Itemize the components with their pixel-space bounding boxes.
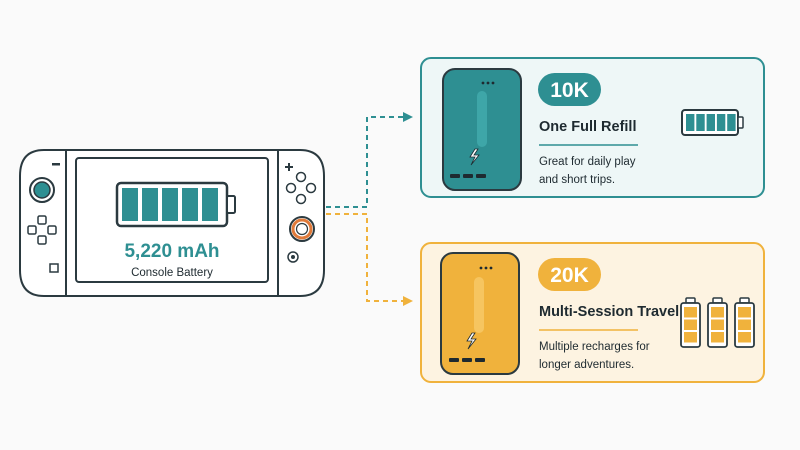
battery-cell (142, 188, 158, 221)
dpad-icon (27, 215, 57, 245)
battery-cell (696, 114, 705, 131)
card-20k-desc-line2: longer adventures. (539, 359, 634, 371)
battery-cell (706, 114, 715, 131)
battery-cell (711, 307, 724, 318)
left-stick-cap (33, 181, 51, 199)
battery-cell (738, 332, 751, 343)
battery-cell (684, 307, 697, 318)
battery-cell (202, 188, 218, 221)
plus-button-icon (285, 163, 293, 171)
console-capacity: 5,220 mAh (124, 241, 219, 262)
card-20k-title: Multi-Session Travel (539, 304, 679, 320)
console-battery-label: Console Battery (131, 267, 213, 279)
battery-cell (716, 114, 726, 131)
battery-cell (182, 188, 198, 221)
card-10k-desc-line1: Great for daily play (539, 156, 636, 168)
badge-10k (538, 73, 601, 106)
battery-cell (711, 319, 724, 330)
battery-cell (684, 332, 697, 343)
connector-to-20k (326, 213, 413, 306)
capture-button-icon (49, 263, 59, 273)
battery-cell (738, 307, 751, 318)
battery-cell (162, 188, 178, 221)
vertical-battery-icon (707, 297, 728, 348)
game-console: 5,220 mAh Console Battery (19, 149, 325, 297)
battery-cell (727, 114, 736, 131)
right-stick-cap (295, 222, 309, 236)
option-card-10k: 10K One Full Refill Great for daily play… (420, 57, 765, 198)
badge-20k-label: 20K (550, 264, 589, 287)
vertical-battery-icon (680, 297, 701, 348)
full-battery-icon (681, 109, 744, 136)
multiple-battery-icons (680, 297, 755, 348)
card-10k-desc-line2: and short trips. (539, 174, 615, 186)
battery-cell (711, 332, 724, 343)
minus-button-icon (52, 163, 60, 166)
battery-cell (738, 319, 751, 330)
face-buttons-icon (285, 171, 317, 205)
badge-10k-label: 10K (550, 79, 589, 102)
battery-cell (122, 188, 138, 221)
power-bank-10k-icon (442, 68, 522, 191)
card-10k-title: One Full Refill (539, 119, 636, 135)
connector-to-10k (326, 112, 413, 208)
battery-cell (686, 114, 695, 131)
power-bank-20k-icon (440, 252, 520, 375)
home-button-dot (291, 255, 295, 259)
option-card-20k: 20K Multi-Session Travel Multiple rechar… (420, 242, 765, 383)
battery-cell (684, 319, 697, 330)
right-stick-ring (291, 218, 313, 240)
vertical-battery-icon (734, 297, 755, 348)
badge-20k (538, 258, 601, 291)
card-20k-desc-line1: Multiple recharges for (539, 341, 650, 353)
console-battery-icon (115, 181, 236, 228)
